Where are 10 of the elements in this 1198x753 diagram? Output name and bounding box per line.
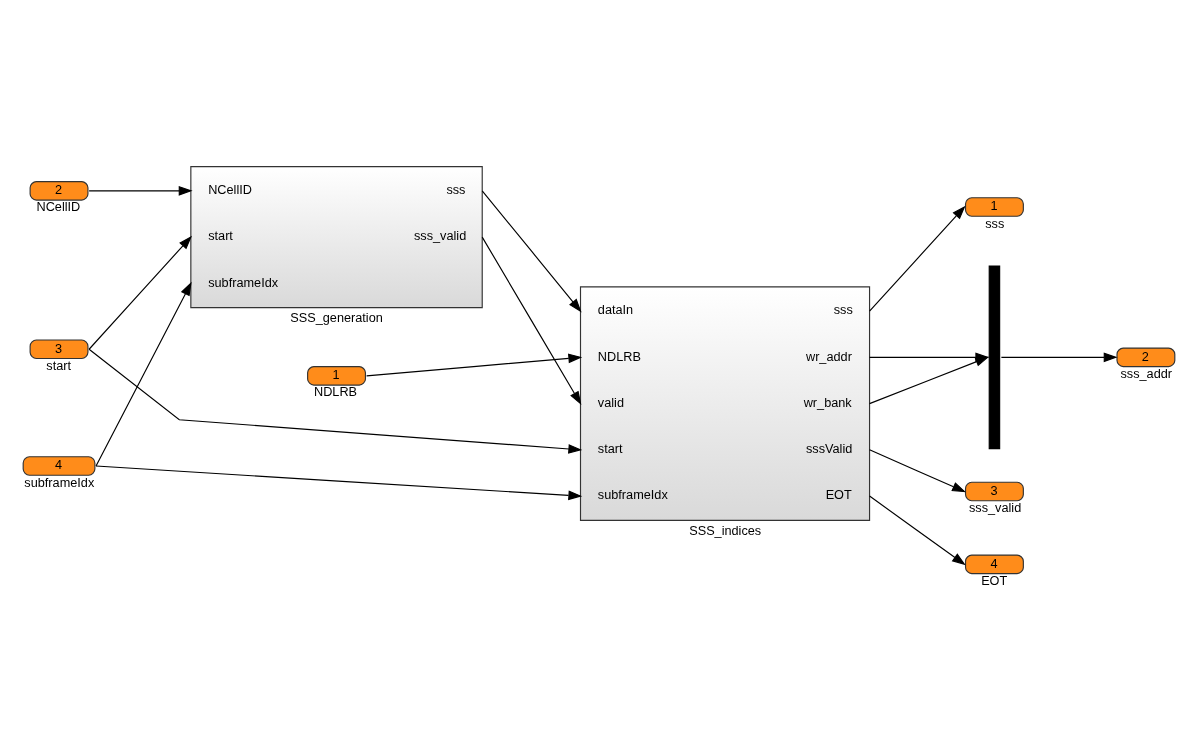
node-label: sss (985, 215, 1005, 231)
node-label: subframeIdx (24, 474, 95, 490)
node-label: SSS_indices (689, 522, 762, 538)
node-label: NCellID (36, 198, 81, 214)
node-label: EOT (981, 572, 1008, 588)
node-label: sss_addr (1120, 365, 1173, 381)
node-label: SSS_generation (290, 309, 383, 325)
node-label: start (46, 357, 72, 373)
node-label: NDLRB (313, 383, 358, 399)
node-label: sss_valid (969, 499, 1022, 515)
